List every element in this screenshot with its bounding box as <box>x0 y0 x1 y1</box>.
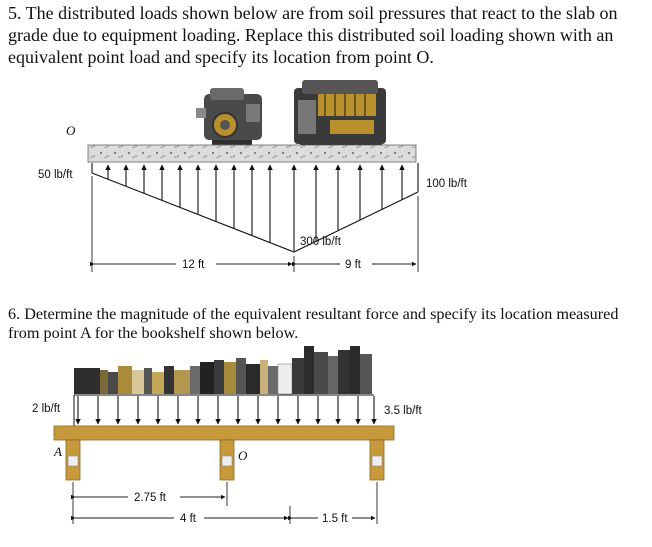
point-o-label-shelf: O <box>238 448 248 463</box>
books-on-shelf <box>74 346 372 395</box>
problem-6-text: 6. Determine the magnitude of the equiva… <box>8 305 619 342</box>
book-load-arrows <box>75 396 377 425</box>
right-load-label-shelf: 3.5 lb/ft <box>384 405 423 417</box>
dim-2-75ft-label: 2.75 ft <box>134 492 167 504</box>
right-span-label: 9 ft <box>345 259 362 271</box>
shelf-supports <box>65 439 385 481</box>
shelf-board <box>53 425 395 441</box>
problem-6-figure: A O 2 lb/ft 3.5 lb/ft 2.75 ft 4 ft 1.5 f… <box>32 346 423 525</box>
left-load-label: 50 lb/ft <box>38 169 73 181</box>
middle-load-label: 300 lb/ft <box>300 236 342 248</box>
left-load-label-shelf: 2 lb/ft <box>32 403 61 415</box>
problem-6-dimensions <box>70 482 378 524</box>
dim-1-5ft-label: 1.5 ft <box>322 513 348 525</box>
point-o-label: O <box>66 123 76 138</box>
left-span-label: 12 ft <box>182 259 205 271</box>
soil-pressure-arrows <box>105 164 405 251</box>
right-load-label: 100 lb/ft <box>426 178 468 190</box>
problem-5-figure: O 50 lb/ft 300 lb/ft 100 lb/ft 12 ft 9 f… <box>38 80 468 272</box>
large-engine-illustration <box>294 80 386 148</box>
concrete-slab <box>87 144 417 163</box>
dim-4ft-label: 4 ft <box>180 513 197 525</box>
point-a-label: A <box>53 444 62 459</box>
load-distribution-outline <box>91 172 419 253</box>
problem-5-text: 5. The distributed loads shown below are… <box>8 3 618 67</box>
small-engine-illustration <box>196 88 262 146</box>
problem-5-dimensions <box>89 176 419 272</box>
